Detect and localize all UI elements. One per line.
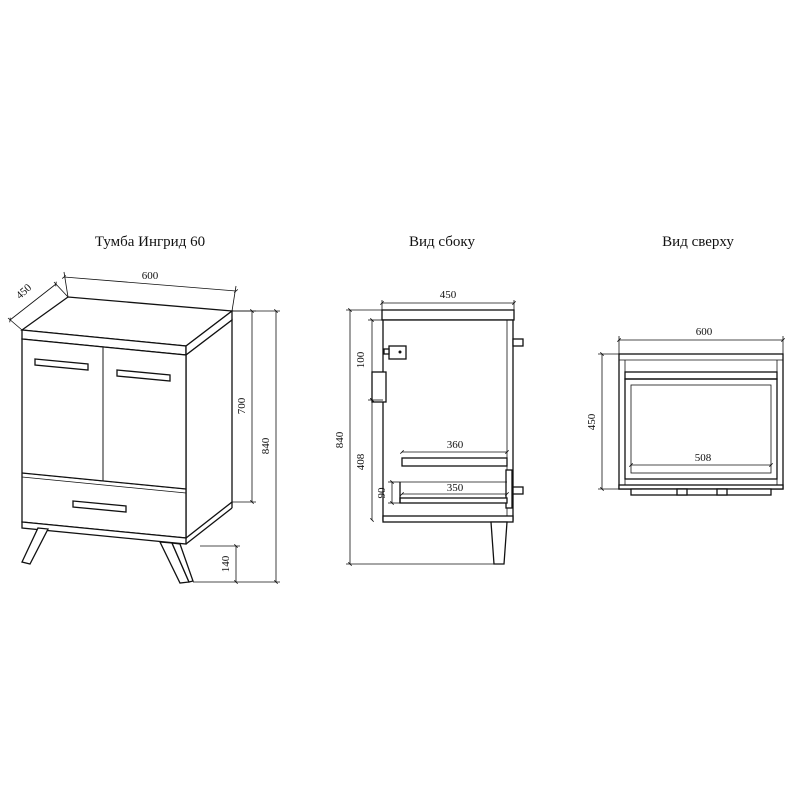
- lower-section-label: 408: [355, 453, 367, 470]
- cabinet-isometric-view: [20, 296, 234, 584]
- left-door-handle: [34, 358, 89, 371]
- top-dimensions: 600 450 508: [586, 326, 785, 491]
- upper-section-label: 100: [355, 351, 367, 368]
- cabinet-base-side: [185, 507, 233, 545]
- side-dimensions: 450 840 100 408 90 360 350: [334, 289, 516, 566]
- side-leg: [490, 521, 508, 565]
- title-side-view: Вид сбоку: [409, 234, 475, 250]
- drawer-inner-line: [21, 476, 187, 494]
- title-main: Тумба Ингрид 60: [95, 234, 205, 250]
- drawer-height-label: 90: [376, 487, 388, 499]
- right-door-handle: [116, 369, 171, 382]
- hinge-arm: [383, 348, 390, 355]
- depth-label: 450: [14, 281, 35, 301]
- width-dim-line: [61, 275, 239, 293]
- side-top-board: [381, 309, 515, 321]
- top-width-label: 600: [696, 326, 713, 338]
- front-left-leg: [21, 527, 50, 565]
- cabinet-side-panel: [185, 318, 233, 540]
- drawer-knob: [512, 486, 524, 495]
- hinge-screw: [398, 350, 402, 354]
- drawer-depth-label: 350: [447, 482, 464, 494]
- shelf-bracket: [371, 371, 387, 403]
- cabinet-side-view: [371, 309, 524, 565]
- drawer-top-line: [21, 472, 187, 490]
- top-front-rail: [630, 488, 772, 496]
- top-depth-label: 450: [586, 413, 598, 430]
- top-inner-width-label: 508: [695, 452, 712, 464]
- top-knob-right: [716, 488, 728, 496]
- top-back-board: [624, 371, 778, 380]
- top-inner-cavity: [630, 384, 772, 474]
- top-knob-left: [676, 488, 688, 496]
- side-total-height-label: 840: [334, 431, 346, 448]
- cabinet-top-view: [618, 353, 784, 496]
- side-plinth: [382, 515, 514, 523]
- width-label: 600: [142, 270, 159, 282]
- drawer-bottom: [399, 497, 508, 504]
- side-depth-label: 450: [440, 289, 457, 301]
- leg-height-label: 140: [220, 555, 232, 572]
- drawer-front: [505, 469, 513, 509]
- depth-dim-line: [9, 281, 57, 323]
- shelf: [401, 457, 508, 467]
- door-knob: [512, 338, 524, 347]
- drawer-handle: [72, 500, 127, 513]
- body-height-label: 700: [236, 397, 248, 414]
- shelf-depth-label: 360: [447, 439, 464, 451]
- title-top-view: Вид сверху: [662, 234, 734, 250]
- front-right-leg-side: [170, 542, 194, 583]
- hinge-plate: [388, 345, 407, 360]
- total-height-label: 840: [260, 437, 272, 454]
